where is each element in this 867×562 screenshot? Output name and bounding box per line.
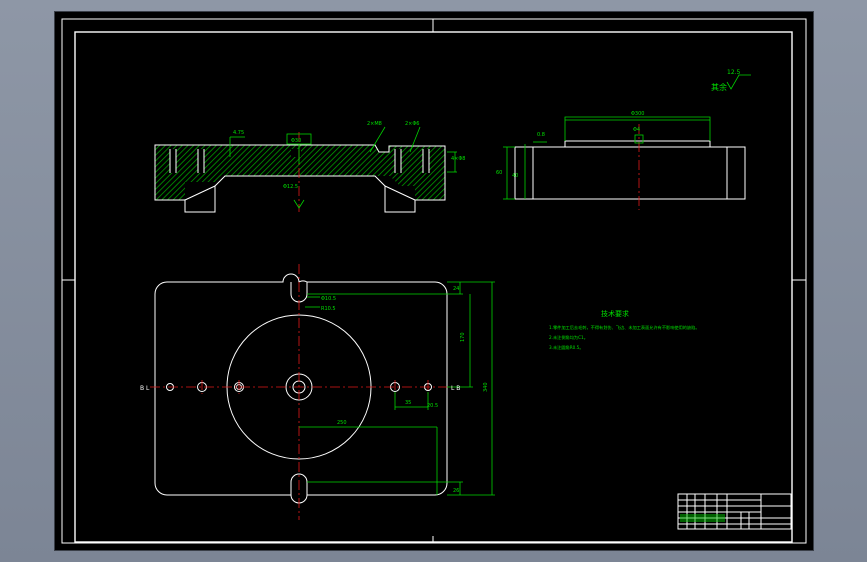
section-callout-e: Φ12.5 <box>283 184 298 190</box>
sheet-inner-border <box>74 31 793 543</box>
plan-dim-small: 20.5 <box>427 403 438 409</box>
tech-item-3: 3.未注圆角R0.5。 <box>549 344 584 351</box>
title-block-fill <box>680 514 725 522</box>
tech-title: 技术要求 <box>601 309 629 318</box>
plan-dim-bottom: 26 <box>453 488 459 494</box>
plan-view: Φ10.5 R10.5 24 170 340 26 250 20.5 35 B … <box>140 264 495 520</box>
technical-requirements: 技术要求 1.零件加工后去毛刺，不得有划伤、飞边、未加工表面允许有不影响使用的缺… <box>549 309 700 351</box>
frame-center-marks <box>62 19 806 543</box>
plan-dim-top: 24 <box>453 286 459 292</box>
side-hole-dim: Φ4 <box>633 127 640 133</box>
section-callout-c: Φ30 <box>291 138 301 144</box>
sheet-outer-border <box>61 18 807 544</box>
side-h-dim2: 60 <box>496 170 502 176</box>
side-left-dim: 0.8 <box>537 132 545 138</box>
side-view: Φ300 Φ4 60 40 0.8 <box>496 111 746 210</box>
title-block <box>677 493 792 530</box>
plan-axis-right: L B <box>451 385 460 392</box>
plan-r1: Φ10.5 <box>321 296 336 302</box>
section-view: Φ30 4.75 2×M8 2×Φ6 Φ12.5 4×Φ8 <box>154 121 466 213</box>
tech-item-1: 1.零件加工后去毛刺，不得有划伤、飞边、未加工表面允许有不影响使用的缺陷。 <box>549 324 700 331</box>
plan-dim-right-total: 340 <box>483 382 489 392</box>
tech-item-2: 2.未注倒角均为C1。 <box>549 334 588 341</box>
plan-dim-h: 250 <box>337 420 347 426</box>
plan-axis-left: B L <box>140 385 150 392</box>
plan-dim-right-mid: 170 <box>460 332 466 342</box>
side-top-dim: Φ300 <box>631 111 644 117</box>
plan-dim-x: 35 <box>405 400 411 406</box>
roughness-value: 12.5 <box>727 69 741 76</box>
drawing-canvas: 其余 12.5 Φ30 4.75 2×M8 2×Φ6 Φ12.5 4×Φ8 <box>61 18 807 544</box>
side-h-dim: 40 <box>512 173 518 179</box>
cad-viewport[interactable]: 其余 12.5 Φ30 4.75 2×M8 2×Φ6 Φ12.5 4×Φ8 <box>54 11 814 551</box>
section-callout-f: 4×Φ8 <box>451 156 466 162</box>
roughness-note: 其余 <box>711 82 727 92</box>
section-callout-a: 4.75 <box>233 130 244 136</box>
section-callout-d: 2×Φ6 <box>405 121 420 127</box>
roughness-symbol: 其余 12.5 <box>711 69 751 92</box>
section-callout-b: 2×M8 <box>367 121 382 127</box>
plan-r2: R10.5 <box>321 306 336 312</box>
